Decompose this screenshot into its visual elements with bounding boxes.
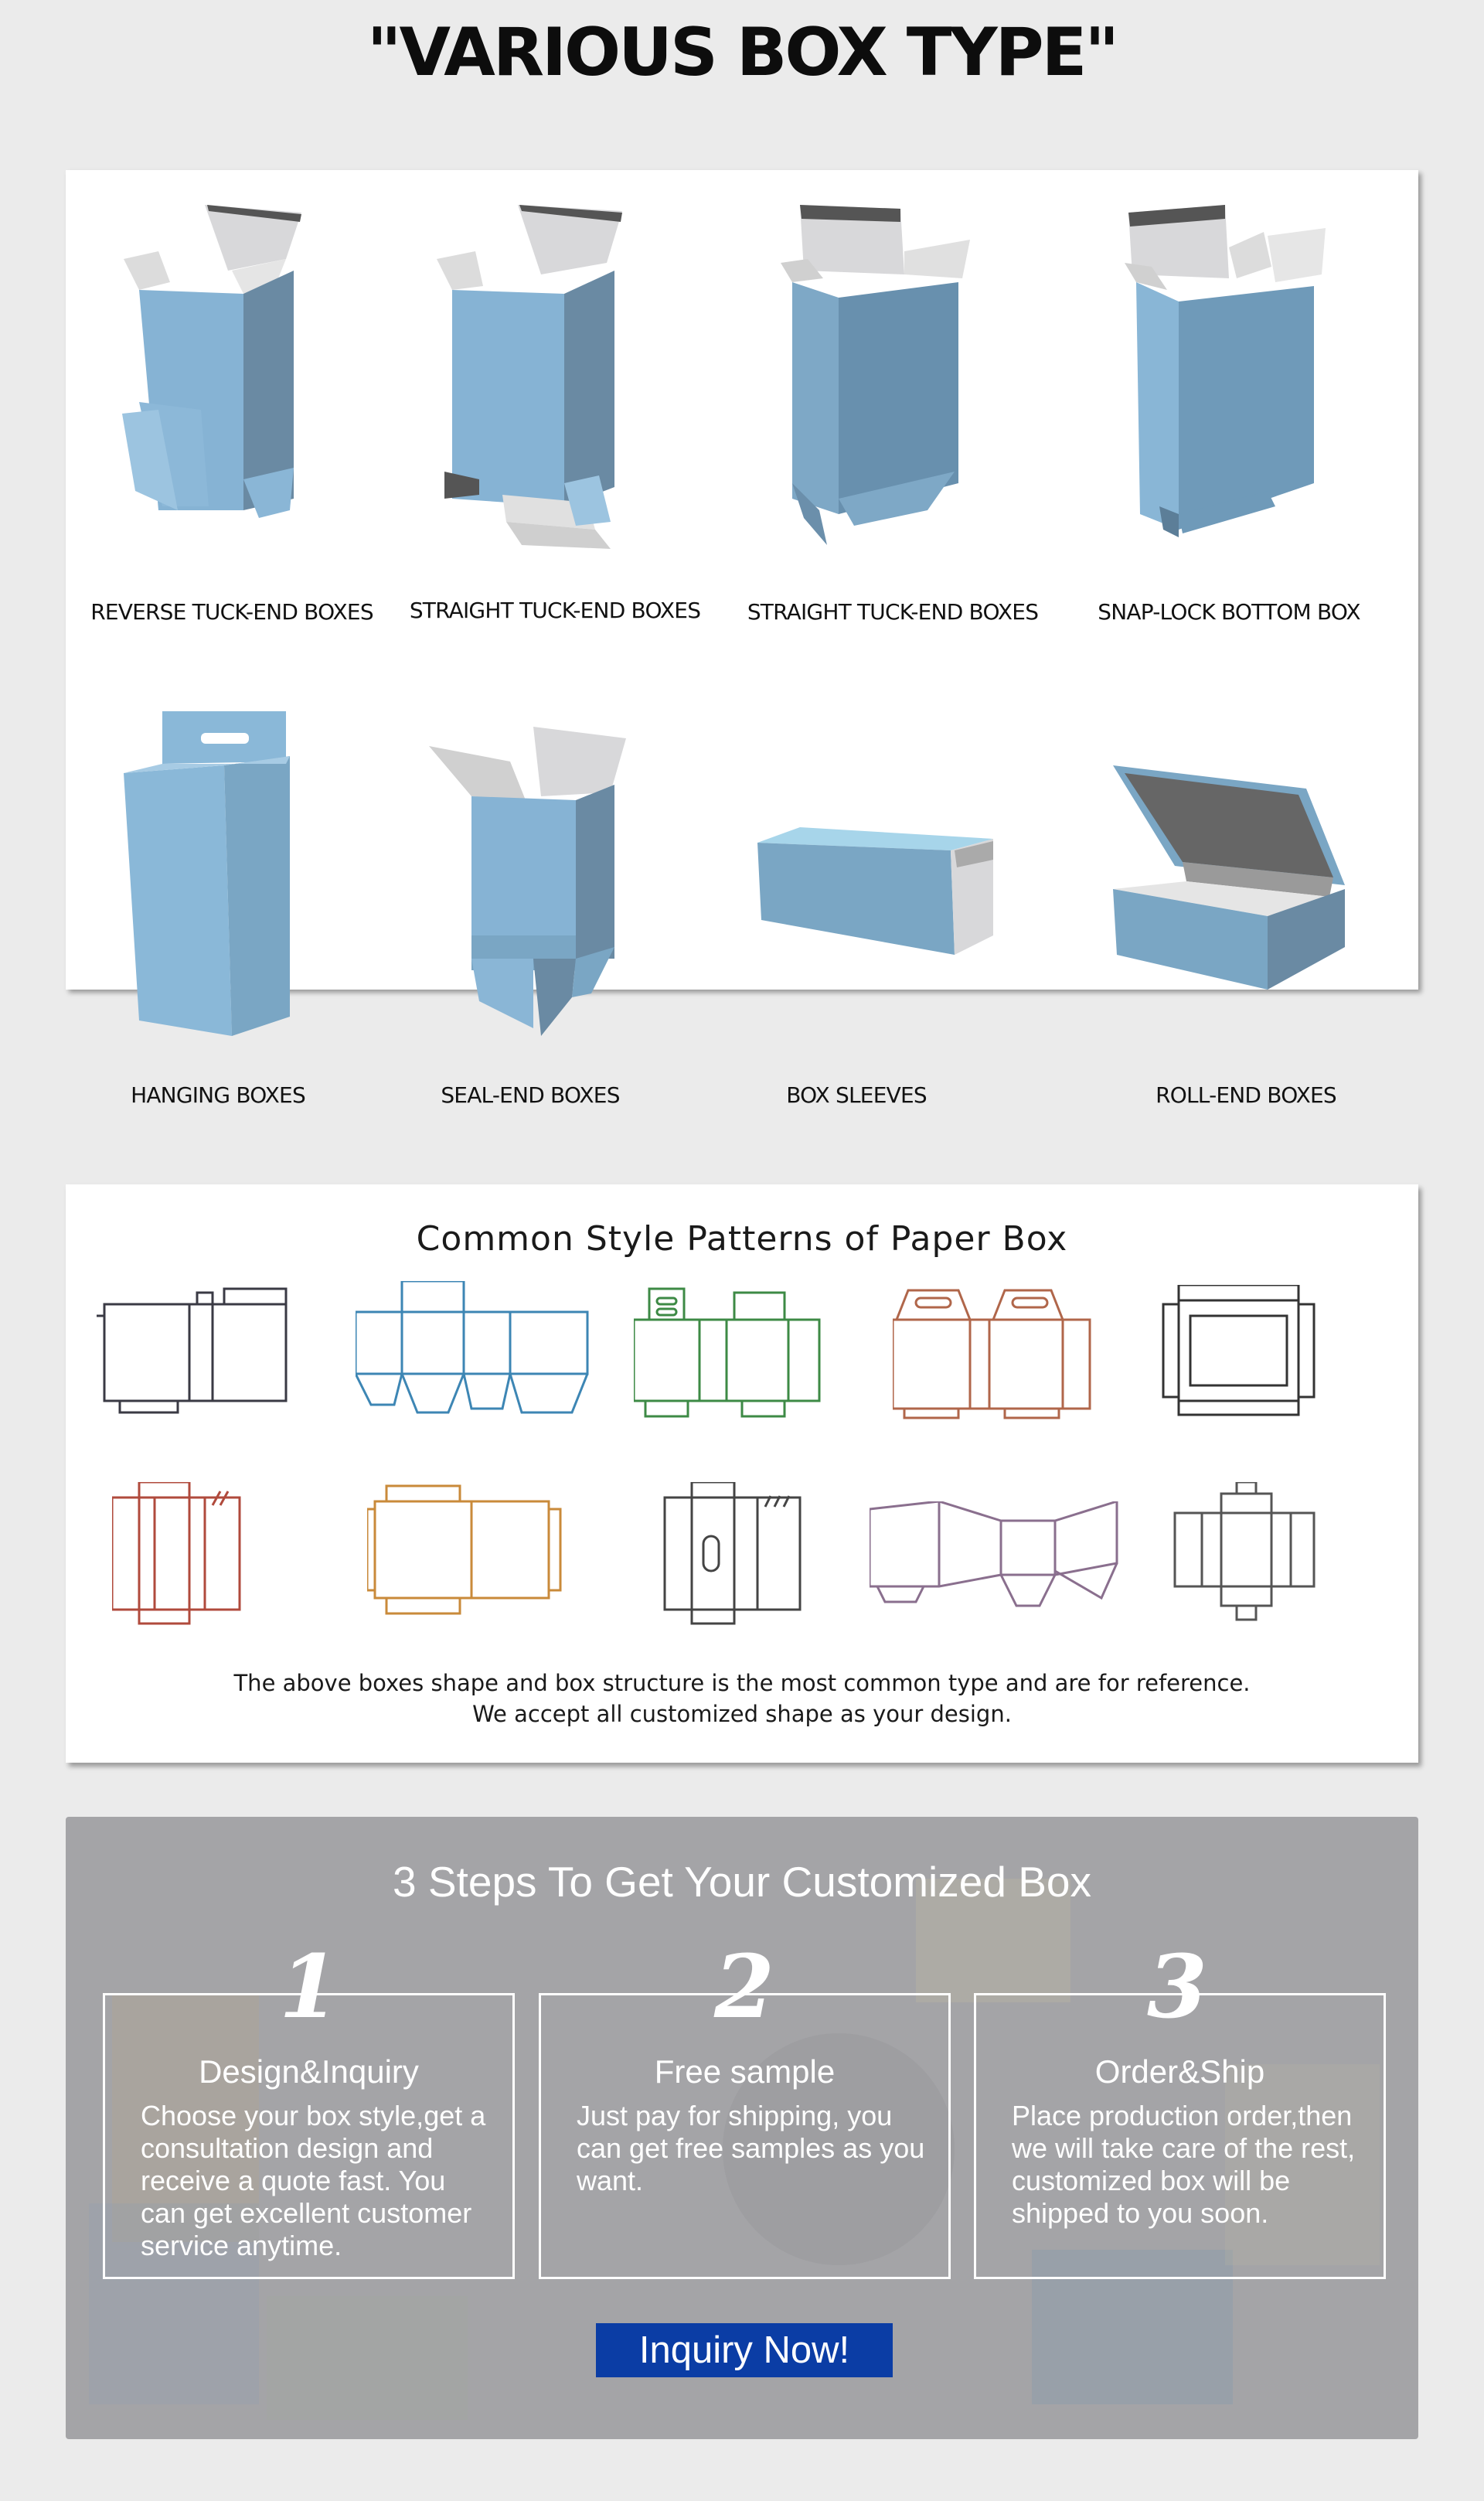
- box-type-label: SNAP-LOCK BOTTOM BOX: [1098, 599, 1360, 625]
- step-heading: Free sample: [654, 2053, 836, 2090]
- inquiry-now-button[interactable]: Inquiry Now!: [596, 2323, 893, 2377]
- dieline-pattern-icon: [1173, 1482, 1316, 1621]
- patterns-note: The above boxes shape and box structure …: [233, 1670, 1251, 1696]
- box-type-label: REVERSE TUCK-END BOXES: [90, 599, 373, 625]
- patterns-panel: Common Style Patterns of Paper Box: [66, 1184, 1418, 1763]
- dieline-pattern-icon: [634, 1287, 821, 1418]
- straight-tuck-end-box-icon: [437, 205, 622, 549]
- dieline-pattern-icon: [97, 1287, 288, 1414]
- page-title: "VARIOUS BOX TYPE": [366, 14, 1119, 91]
- dieline-pattern-icon: [367, 1484, 562, 1615]
- dieline-pattern-icon: [870, 1501, 1118, 1607]
- box-type-label: STRAIGHT TUCK-END BOXES: [409, 598, 701, 623]
- reverse-tuck-end-box-icon: [122, 205, 301, 518]
- step-description: Just pay for shipping, you can get free …: [577, 2100, 925, 2196]
- step-heading: Order&Ship: [1094, 2053, 1265, 2090]
- step-description: Choose your box style,get a consultation…: [141, 2100, 486, 2261]
- box-type-label: ROLL-END BOXES: [1156, 1082, 1337, 1108]
- dieline-pattern-icon: [663, 1482, 802, 1625]
- step-number: 3: [1147, 1937, 1207, 2038]
- dieline-pattern-icon: [1162, 1285, 1316, 1416]
- box-types-panel: REVERSE TUCK-END BOXES STRAIGHT TUCK-END…: [66, 170, 1418, 1108]
- step-card: Design&Inquiry Choose your box style,get…: [103, 1993, 515, 2279]
- step-card: Order&Ship Place production order,then w…: [974, 1993, 1386, 2279]
- roll-end-box-icon: [1113, 765, 1345, 990]
- steps-title: 3 Steps To Get Your Customized Box: [393, 1858, 1091, 1906]
- step-card: Free sample Just pay for shipping, you c…: [539, 1993, 951, 2279]
- step-number: 2: [714, 1937, 774, 2038]
- step-description: Place production order,then we will take…: [1012, 2100, 1356, 2229]
- dieline-pattern-icon: [112, 1482, 241, 1625]
- box-type-label: HANGING BOXES: [131, 1082, 306, 1108]
- box-type-label: BOX SLEEVES: [786, 1082, 927, 1108]
- hanging-box-icon: [124, 711, 290, 1036]
- straight-tuck-end-box-icon: [781, 205, 970, 545]
- step-heading: Design&Inquiry: [199, 2053, 419, 2090]
- background-collage-image: [89, 1879, 1380, 2420]
- step-number: 1: [279, 1937, 339, 2038]
- seal-end-box-icon: [429, 727, 626, 1036]
- box-type-label: SEAL-END BOXES: [441, 1082, 620, 1108]
- snap-lock-bottom-box-icon: [1125, 205, 1326, 537]
- box-type-label: STRAIGHT TUCK-END BOXES: [747, 599, 1039, 625]
- dieline-pattern-icon: [893, 1289, 1091, 1419]
- patterns-title: Common Style Patterns of Paper Box: [416, 1219, 1068, 1259]
- patterns-note: We accept all customized shape as your d…: [472, 1701, 1012, 1727]
- steps-section: 3 Steps To Get Your Customized Box 1 2 3…: [66, 1817, 1418, 2439]
- box-sleeve-icon: [757, 827, 993, 955]
- dieline-pattern-icon: [356, 1281, 589, 1414]
